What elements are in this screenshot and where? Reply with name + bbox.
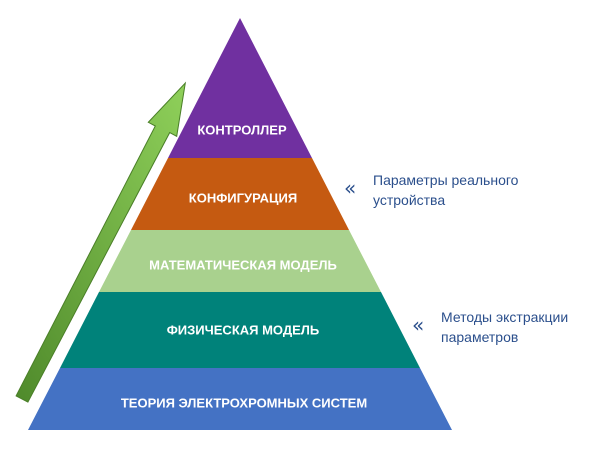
annotation-extraction-methods-line2: параметров	[441, 329, 519, 345]
tier-configuration	[131, 158, 349, 230]
tier-controller	[168, 18, 312, 158]
tier-physical-model	[60, 292, 420, 368]
tier-theory	[28, 368, 452, 430]
tier-math-model	[99, 230, 381, 292]
tier-configuration-label: КОНФИГУРАЦИЯ	[189, 190, 297, 205]
annotation-device-params-line2: устройства	[373, 192, 446, 208]
tier-controller-label: КОНТРОЛЛЕР	[197, 122, 287, 137]
double-chevron-left-icon: «	[344, 176, 357, 200]
annotation-extraction-methods: Методы экстракции параметров	[441, 307, 568, 347]
annotation-device-params: Параметры реального устройства	[373, 170, 518, 210]
tier-math-model-label: МАТЕМАТИЧЕСКАЯ МОДЕЛЬ	[149, 257, 337, 272]
double-chevron-left-icon: «	[412, 313, 425, 337]
annotation-extraction-methods-line1: Методы экстракции	[441, 309, 569, 325]
tier-physical-model-label: ФИЗИЧЕСКАЯ МОДЕЛЬ	[167, 322, 320, 337]
progress-arrow	[15, 81, 187, 403]
annotation-device-params-line1: Параметры реального	[373, 172, 519, 188]
tier-theory-label: ТЕОРИЯ ЭЛЕКТРОХРОМНЫХ СИСТЕМ	[121, 395, 367, 410]
